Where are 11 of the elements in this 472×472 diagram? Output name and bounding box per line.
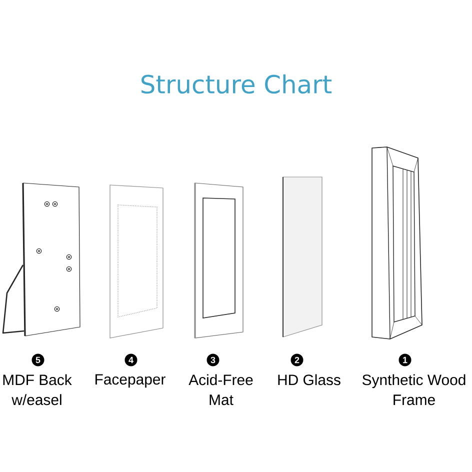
callout-number: 4 <box>124 354 138 366</box>
callout-number: 5 <box>32 354 44 366</box>
callout-number: 1 <box>398 354 412 366</box>
part-label: Facepaper <box>96 374 166 388</box>
part-label: Acid-Free Mat <box>188 374 253 406</box>
part-label: HD Glass <box>278 374 340 386</box>
part-label: Synthetic Wood Frame <box>362 374 466 406</box>
part-label: MDF Back w/easel <box>3 374 72 406</box>
callout-number: 2 <box>290 354 304 366</box>
title: Structure Chart <box>142 74 332 94</box>
callout-number: 3 <box>206 354 220 366</box>
